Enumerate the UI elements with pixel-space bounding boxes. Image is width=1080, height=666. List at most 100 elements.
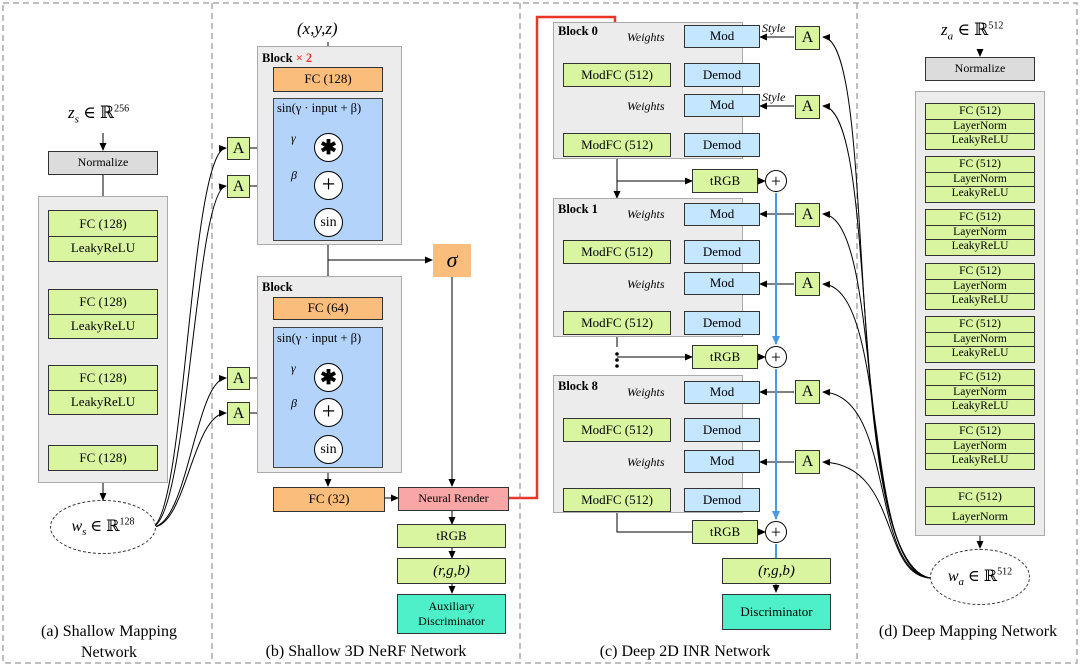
ws-cloud: ws ∈ ℝ128 — [50, 500, 156, 554]
trgb-inr-0: tRGB — [692, 169, 758, 193]
demod-8a: Demod — [684, 418, 760, 442]
deep-layernorm-2: LayerNorm — [926, 171, 1034, 187]
fc-128-a-4: FC (128) — [48, 445, 158, 471]
caption-d: (d) Deep Mapping Network — [878, 623, 1058, 640]
modfc-0a: ModFC (512) — [563, 63, 671, 87]
deep-fc-3: FC (512) — [959, 211, 1001, 224]
weights-1a: Weights — [627, 207, 665, 221]
sin-expr-0: sin(γ · input + β) — [277, 101, 362, 115]
deep-fc-2: FC (512) — [959, 158, 1001, 171]
deep-leaky-5: LeakyReLU — [926, 346, 1034, 361]
multiply-op-1: ✱ — [314, 363, 343, 392]
affine-a-inr-5: A — [795, 380, 820, 404]
style-label-0a: Style — [762, 21, 786, 35]
affine-a-nerf-1: A — [227, 137, 250, 160]
weights-0b: Weights — [627, 99, 665, 113]
wa-cloud: wa ∈ ℝ512 — [930, 549, 1030, 605]
demod-1b: Demod — [684, 311, 760, 335]
deep-layernorm-5: LayerNorm — [926, 331, 1034, 347]
modfc-1a: ModFC (512) — [563, 240, 671, 264]
wa-sub: a — [958, 576, 965, 589]
deep-final-group: FC (512) LayerNorm — [925, 487, 1035, 525]
za-sub: a — [947, 30, 954, 43]
inr-block8-title: Block 8 — [558, 379, 598, 393]
sigma-density: σ — [433, 244, 471, 277]
zs-sub: s — [74, 113, 79, 126]
affine-a-inr-3: A — [795, 203, 820, 227]
trgb-inr-1: tRGB — [692, 345, 758, 369]
deep-fc-1: FC (512) — [959, 105, 1001, 118]
affine-a-inr-2: A — [795, 95, 820, 119]
nerf-block0-mult: × 2 — [295, 51, 313, 65]
affine-a-nerf-2: A — [227, 175, 250, 198]
aux-disc-line1: Auxiliary — [428, 599, 475, 613]
discriminator: Discriminator — [722, 594, 831, 630]
wa-dim: 512 — [997, 566, 1013, 578]
weights-1b: Weights — [627, 277, 665, 291]
rgb-inr: (r,g,b) — [722, 558, 831, 584]
zs-label: zs ∈ ℝ256 — [68, 103, 129, 125]
fc-128-nerf: FC (128) — [273, 67, 383, 92]
sin-op-1: sin — [314, 435, 343, 464]
layer-group-a-3: FC (128) LeakyReLU — [48, 365, 158, 415]
leaky-a-3: LeakyReLU — [70, 393, 136, 409]
ws-dim: 128 — [119, 516, 135, 528]
beta-1: β — [291, 396, 297, 410]
mod-8a: Mod — [684, 381, 760, 404]
fc-128-a-3: FC (128) — [79, 370, 127, 386]
wa-space: ∈ ℝ — [968, 567, 998, 585]
layer-group-a-1: FC (128) LeakyReLU — [48, 210, 158, 262]
za-dim: 512 — [988, 20, 1004, 32]
ws-space: ∈ ℝ — [90, 517, 120, 535]
multiply-op-0: ✱ — [314, 133, 343, 162]
deep-fc-5: FC (512) — [959, 318, 1001, 331]
demod-8b: Demod — [684, 488, 760, 512]
normalize-box-d: Normalize — [925, 57, 1035, 81]
affine-a-inr-4: A — [795, 272, 820, 296]
inr-block0-title: Block 0 — [558, 24, 598, 38]
affine-a-inr-1: A — [795, 26, 820, 50]
zs-var: z — [68, 103, 75, 122]
demod-0a: Demod — [684, 63, 760, 87]
aux-disc-line2: Discriminator — [418, 614, 485, 628]
demod-1a: Demod — [684, 240, 760, 264]
demod-0b: Demod — [684, 133, 760, 157]
style-label-0b: Style — [762, 90, 786, 104]
leaky-a-2: LeakyReLU — [70, 317, 136, 333]
wa-var: w — [947, 567, 959, 585]
add-op-1: + — [314, 398, 343, 427]
mod-0b: Mod — [684, 94, 760, 117]
nerf-block0-title-text: Block — [262, 51, 293, 65]
caption-b: (b) Shallow 3D NeRF Network — [265, 643, 467, 660]
weights-0a: Weights — [627, 30, 665, 44]
deep-layernorm-6: LayerNorm — [926, 384, 1034, 400]
neural-render: Neural Render — [398, 487, 509, 511]
caption-a-text: (a) Shallow Mapping Network — [41, 623, 177, 661]
sin-op-0: sin — [314, 208, 343, 237]
ws-sub: s — [82, 526, 87, 539]
mod-1b: Mod — [684, 272, 760, 295]
deep-final-fc: FC (512) — [958, 488, 1002, 503]
layer-group-a-2: FC (128) LeakyReLU — [48, 289, 158, 339]
modfc-8b: ModFC (512) — [563, 488, 671, 512]
fc-64-nerf: FC (64) — [273, 297, 383, 320]
deep-fc-7: FC (512) — [959, 425, 1001, 438]
caption-a: (a) Shallow Mapping Network — [14, 622, 204, 664]
deep-leaky-2: LeakyReLU — [926, 186, 1034, 201]
deep-final-layernorm: LayerNorm — [952, 508, 1008, 523]
deep-leaky-1: LeakyReLU — [926, 133, 1034, 148]
add-op-inr-1: + — [765, 346, 787, 368]
xyz-input: (x,y,z) — [297, 19, 338, 38]
za-var: z — [941, 20, 948, 39]
deep-leaky-7: LeakyReLU — [926, 453, 1034, 468]
nerf-block0-title: Block × 2 — [262, 51, 312, 66]
add-op-inr-0: + — [765, 170, 787, 192]
